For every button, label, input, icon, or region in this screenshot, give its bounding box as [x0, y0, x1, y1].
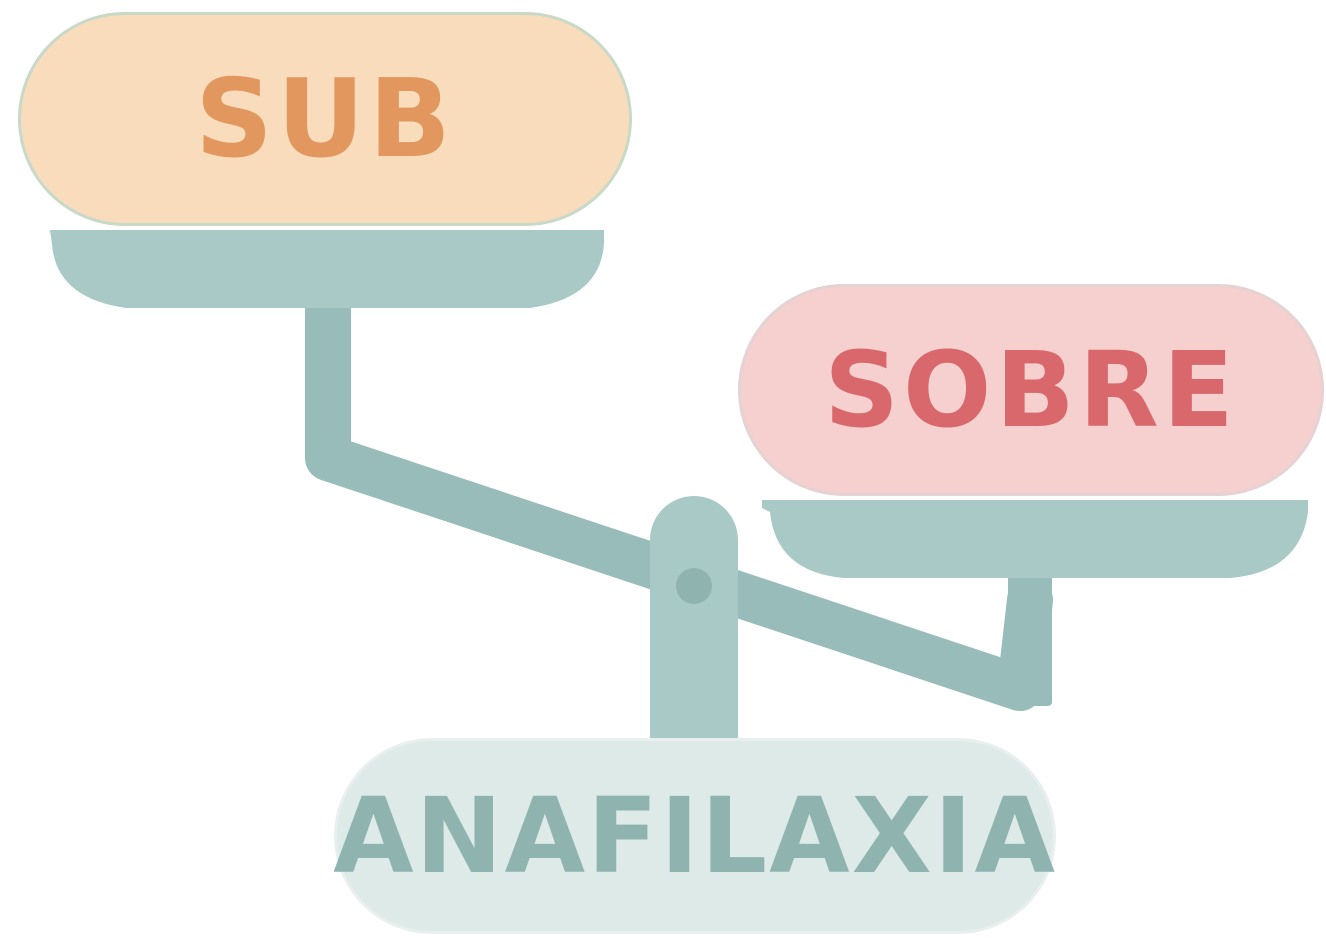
central-post	[650, 496, 738, 760]
pivot-dot	[676, 568, 712, 604]
anafilaxia-label: ANAFILAXIA	[333, 775, 1057, 897]
right-hanger	[1008, 560, 1052, 706]
sobre-label: SOBRE	[824, 329, 1238, 451]
sub-label: SUB	[195, 57, 455, 182]
anafilaxia-label-pill: ANAFILAXIA	[334, 738, 1056, 934]
sobre-label-pill: SOBRE	[738, 284, 1324, 496]
right-pan	[762, 500, 1308, 578]
sub-label-pill: SUB	[18, 12, 632, 226]
left-pan	[50, 230, 604, 308]
